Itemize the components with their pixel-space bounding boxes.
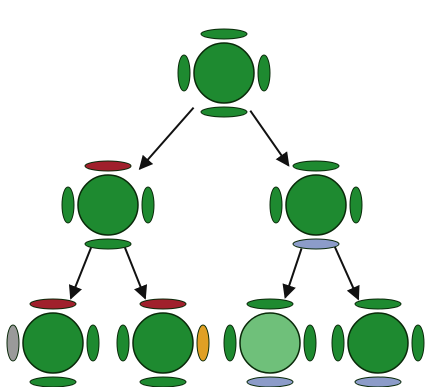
bottom-connector <box>354 376 402 387</box>
left-connector <box>61 186 75 224</box>
node-body <box>22 312 84 374</box>
edges-layer <box>68 106 360 301</box>
right-connector <box>257 54 271 92</box>
node-right-child <box>269 160 363 250</box>
arrow-left-child-to-leaf-2 <box>124 247 148 300</box>
arrow-left-child-to-leaf-1 <box>68 247 92 300</box>
node-leaf-1 <box>6 298 100 387</box>
bottom-connector <box>246 376 294 387</box>
arrow-root-to-left-child <box>138 106 195 170</box>
arrow-right-child-to-leaf-4 <box>333 246 360 301</box>
nodes-layer <box>6 28 425 387</box>
node-body <box>239 312 301 374</box>
left-connector <box>177 54 191 92</box>
node-body <box>77 174 139 236</box>
bottom-connector <box>84 238 132 250</box>
right-connector <box>303 324 317 362</box>
left-connector <box>331 324 345 362</box>
node-body <box>285 174 347 236</box>
left-connector <box>223 324 237 362</box>
right-connector <box>196 324 210 362</box>
node-leaf-3 <box>223 298 317 387</box>
top-connector <box>354 298 402 310</box>
right-connector <box>349 186 363 224</box>
top-connector <box>292 160 340 172</box>
arrow-root-to-right-child <box>249 110 290 167</box>
top-connector <box>29 298 77 310</box>
node-body <box>193 42 255 104</box>
bottom-connector <box>200 106 248 118</box>
node-body <box>347 312 409 374</box>
left-connector <box>269 186 283 224</box>
node-left-child <box>61 160 155 250</box>
right-connector <box>141 186 155 224</box>
node-root <box>177 28 271 118</box>
node-leaf-2 <box>116 298 210 387</box>
top-connector <box>139 298 187 310</box>
top-connector <box>200 28 248 40</box>
node-leaf-4 <box>331 298 425 387</box>
top-connector <box>246 298 294 310</box>
arrow-right-child-to-leaf-3 <box>282 248 303 299</box>
bottom-connector <box>292 238 340 250</box>
bottom-connector <box>29 376 77 387</box>
right-connector <box>411 324 425 362</box>
node-body <box>132 312 194 374</box>
top-connector <box>84 160 132 172</box>
bottom-connector <box>139 376 187 387</box>
left-connector <box>6 324 20 362</box>
left-connector <box>116 324 130 362</box>
right-connector <box>86 324 100 362</box>
